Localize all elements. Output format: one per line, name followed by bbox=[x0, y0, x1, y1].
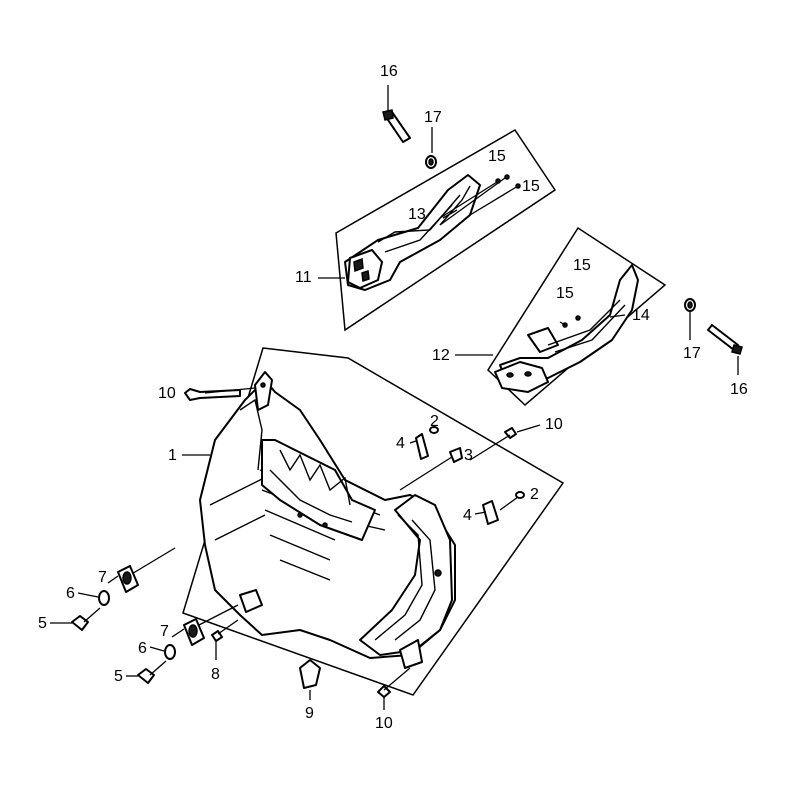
callout-6-a: 6 bbox=[66, 585, 75, 602]
washer-17-top bbox=[425, 127, 437, 169]
callout-5-b: 5 bbox=[114, 668, 123, 685]
mount-upper-left bbox=[50, 547, 176, 631]
callout-1: 1 bbox=[168, 447, 177, 464]
callout-14: 14 bbox=[632, 307, 650, 324]
callout-16-right: 16 bbox=[730, 381, 748, 398]
callout-17-top: 17 bbox=[424, 109, 442, 126]
callout-15-c: 15 bbox=[573, 257, 591, 274]
callout-16-top: 16 bbox=[380, 63, 398, 80]
callout-6-b: 6 bbox=[138, 640, 147, 657]
callout-4-a: 4 bbox=[396, 435, 405, 452]
bolt-16-top bbox=[382, 85, 411, 143]
callout-11: 11 bbox=[295, 269, 312, 286]
callout-9: 9 bbox=[305, 705, 314, 722]
callout-15-b: 15 bbox=[522, 178, 540, 195]
washer-17-right bbox=[684, 298, 696, 340]
callout-5-a: 5 bbox=[38, 615, 47, 632]
callout-12: 12 bbox=[432, 347, 450, 364]
bracket-12-group bbox=[487, 226, 667, 407]
callout-15-a: 15 bbox=[488, 148, 506, 165]
callout-15-d: 15 bbox=[556, 285, 574, 302]
callout-10-right: 10 bbox=[545, 416, 563, 433]
callout-labels: 16 17 15 15 13 11 15 15 14 12 17 16 10 1… bbox=[38, 63, 748, 732]
callout-10-top: 10 bbox=[158, 385, 176, 402]
bracket-11-group bbox=[335, 128, 557, 332]
fasteners-cowl bbox=[184, 387, 541, 710]
callout-13: 13 bbox=[408, 206, 426, 223]
mount-lower-left bbox=[126, 604, 239, 684]
callout-17-right: 17 bbox=[683, 345, 701, 362]
callout-2-a: 2 bbox=[430, 413, 439, 430]
callout-2-b: 2 bbox=[530, 486, 539, 503]
callout-7-a: 7 bbox=[98, 569, 107, 586]
callout-7-b: 7 bbox=[160, 623, 169, 640]
callout-4-b: 4 bbox=[463, 507, 472, 524]
bolt-16-right bbox=[707, 324, 743, 375]
label-leaders bbox=[182, 209, 626, 456]
callout-3: 3 bbox=[464, 447, 473, 464]
callout-8: 8 bbox=[211, 666, 220, 683]
cowl-1-group bbox=[182, 347, 565, 696]
callout-10-bottom: 10 bbox=[375, 715, 393, 732]
